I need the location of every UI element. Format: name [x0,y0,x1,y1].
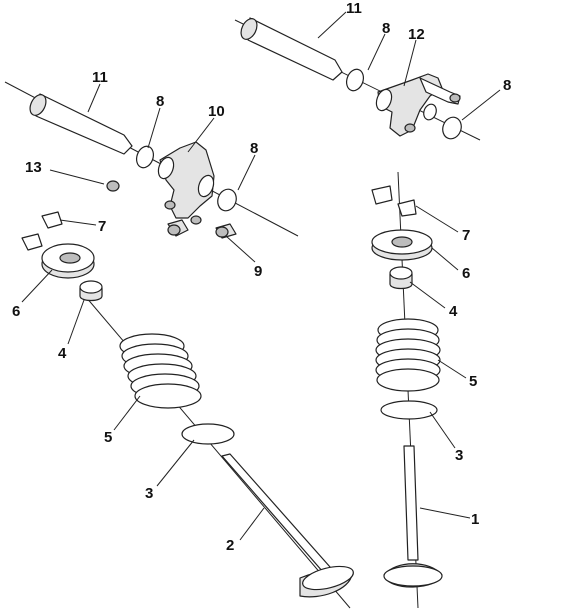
rocker-arm-right [375,73,461,137]
callout-11-left: 11 [92,69,108,86]
spring-retainer-left [41,243,95,279]
callout-labels: 11 8 12 8 11 8 10 8 13 7 9 7 6 6 4 4 5 5… [12,0,511,554]
spring-retainer-right [371,229,433,261]
callout-8-left-outer: 8 [156,93,164,110]
rocker-shaft-left [29,93,133,155]
callout-11-right: 11 [346,0,362,17]
o-ring-left-outer [135,145,155,169]
o-ring-right-outer [345,68,365,92]
lock-nut [106,180,120,192]
callout-12: 12 [408,26,425,43]
spring-washer-left [181,423,235,445]
adjuster-screws [167,219,237,239]
callout-7-right: 7 [462,227,470,244]
callout-9: 9 [254,263,262,280]
collet-left-b [21,233,43,251]
callout-3-right: 3 [455,447,463,464]
rocker-assembly-left [4,81,299,239]
callout-8-right-outer: 8 [382,20,390,37]
callout-13: 13 [25,159,42,176]
callout-7-left: 7 [98,218,106,235]
valve-right [383,445,443,588]
rocker-assembly-right [234,17,481,141]
leader-lines [21,11,501,541]
callout-8-right-inner: 8 [503,77,511,94]
valve-spring-right [375,318,441,392]
callout-2: 2 [226,537,234,554]
collet-left-a [41,211,63,229]
o-ring-left-inner [217,188,237,212]
callout-6-left: 6 [12,303,20,320]
valve-stack-right [371,171,443,609]
callout-6-right: 6 [462,265,470,282]
callout-8-left-inner: 8 [250,140,258,157]
collet-right-b [397,199,417,217]
valve-seal-left [79,280,103,302]
callout-10: 10 [208,103,225,120]
callout-1: 1 [471,511,479,528]
valve-left [221,453,354,598]
valve-spring-left [119,333,202,409]
callout-3-left: 3 [145,485,153,502]
spring-washer-right [380,400,438,420]
callout-4-right: 4 [449,303,458,320]
rocker-arm-left [157,141,215,225]
callout-4-left: 4 [58,345,67,362]
callout-5-left: 5 [104,429,112,446]
collet-right-a [371,185,393,205]
o-ring-right-inner [442,116,462,140]
callout-5-right: 5 [469,373,477,390]
valve-seal-right [389,266,413,290]
rocker-shaft-right [240,17,343,81]
valve-stack-left [21,211,354,609]
